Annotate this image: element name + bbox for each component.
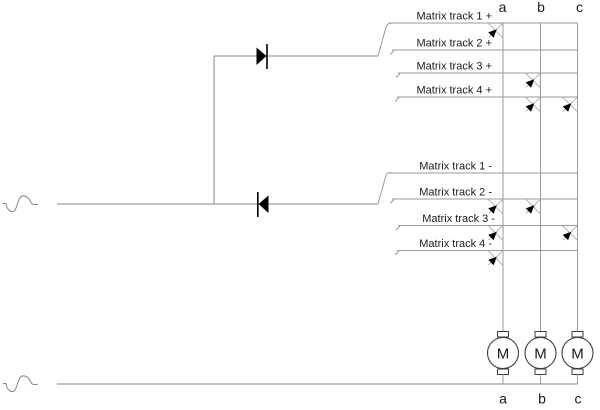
forward-diode-icon bbox=[256, 44, 268, 69]
column-label-bottom-a: a bbox=[499, 391, 507, 407]
contact-tick-4minus bbox=[394, 250, 400, 256]
contact-tick-2minus bbox=[389, 199, 395, 204]
motor-a: M bbox=[486, 331, 520, 384]
crosspoint-diode-1+-a bbox=[487, 23, 503, 39]
track-label-2plus: Matrix track 2 + bbox=[417, 38, 493, 50]
crosspoint-diode-layer bbox=[487, 23, 578, 266]
crosspoint-diode-4--a bbox=[487, 250, 503, 266]
crosspoint-diode-4+-b bbox=[525, 97, 541, 113]
track-label-1minus: Matrix track 1 - bbox=[419, 161, 492, 173]
column-label-top-c: c bbox=[576, 0, 583, 15]
reverse-diode-icon bbox=[256, 192, 269, 217]
ac-source-bottom-icon bbox=[2, 375, 39, 392]
crosspoint-diode-3+-b bbox=[525, 73, 541, 89]
motor-b-label: M bbox=[534, 346, 547, 363]
track-label-4plus: Matrix track 4 + bbox=[417, 85, 493, 97]
ac-source-top-icon bbox=[2, 195, 39, 212]
column-label-bottom-b: b bbox=[538, 391, 546, 407]
contact-tick-3plus bbox=[395, 73, 401, 78]
motor-c-label: M bbox=[571, 346, 584, 363]
track-label-2minus: Matrix track 2 - bbox=[419, 187, 492, 199]
motor-c: M bbox=[561, 331, 594, 384]
selector-arm-plus bbox=[377, 22, 393, 57]
track-label-4minus: Matrix track 4 - bbox=[419, 238, 492, 250]
selector-arm-minus bbox=[377, 172, 393, 205]
column-label-bottom-c: c bbox=[575, 391, 582, 407]
contact-tick-3minus bbox=[395, 225, 401, 231]
track-label-3minus: Matrix track 3 - bbox=[422, 213, 495, 225]
contact-tick-4plus bbox=[394, 97, 400, 102]
track-label-1plus: Matrix track 1 + bbox=[417, 11, 493, 23]
crosspoint-diode-2--b bbox=[525, 199, 541, 215]
motor-b: M bbox=[524, 331, 557, 384]
crosspoint-diode-4+-c bbox=[562, 97, 578, 113]
track-label-3plus: Matrix track 3 + bbox=[417, 61, 493, 73]
motor-a-label: M bbox=[497, 346, 510, 363]
column-label-top-b: b bbox=[537, 0, 545, 15]
crosspoint-diode-2--a bbox=[487, 199, 503, 215]
crosspoint-diode-3--c bbox=[562, 225, 578, 241]
contact-tick-2plus bbox=[389, 50, 395, 55]
column-label-top-a: a bbox=[499, 0, 507, 15]
